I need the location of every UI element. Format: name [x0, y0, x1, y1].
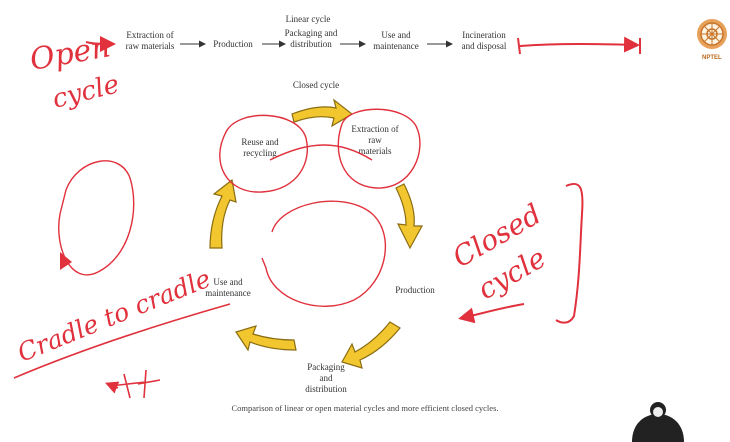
circle-left-empty: [58, 160, 135, 276]
cradle-underline: [13, 303, 231, 379]
cycle-arrow-right: [395, 183, 424, 250]
linear-use-line1: Use and: [381, 30, 411, 40]
closed-cycle-arrow: [458, 303, 525, 324]
cradle-annotation: Cradle to cradle: [13, 264, 231, 399]
node-extraction-line3: materials: [359, 146, 392, 156]
cycle-arrow-top: [291, 98, 354, 128]
open-cycle-word1: Open: [27, 29, 113, 78]
node-production-label: Production: [395, 285, 435, 295]
cycle-arrow-bottom-right: [341, 321, 401, 369]
circle-inner-loop: [261, 200, 387, 307]
cradle-arrow: [105, 381, 120, 394]
node-use-line2: maintenance: [205, 288, 250, 298]
nptel-logo-label: NPTEL: [702, 55, 722, 61]
red-pointer-mark: [60, 252, 72, 270]
figure-caption: Comparison of linear or open material cy…: [231, 403, 499, 413]
circle-loop-top: [269, 144, 373, 161]
closed-cycle-bracket: [555, 182, 584, 324]
closed-cycle: Closed cycle Reuse and recycling Extract…: [205, 80, 435, 394]
node-packaging-line3: distribution: [305, 384, 347, 394]
cycle-arrow-left: [209, 178, 237, 249]
closed-cycle-title: Closed cycle: [293, 80, 339, 90]
open-cycle-annotation: Open cycle: [27, 29, 122, 114]
linear-cycle: Linear cycle Extraction of raw materials…: [126, 14, 507, 51]
open-cycle-word2: cycle: [49, 69, 122, 114]
node-packaging-line1: Packaging: [307, 362, 345, 372]
nptel-logo: NPTEL: [697, 19, 727, 61]
presenter-thumbnail: [632, 402, 684, 442]
linear-span-annotation: [517, 36, 641, 55]
circle-reuse: [219, 114, 308, 193]
node-reuse-line1: Reuse and: [241, 137, 279, 147]
circle-extraction: [337, 108, 421, 189]
linear-cycle-title: Linear cycle: [286, 14, 331, 24]
hand-circles: [58, 108, 421, 307]
node-use-line1: Use and: [213, 277, 243, 287]
linear-extraction-line2: raw materials: [126, 41, 175, 51]
linear-extraction-line1: Extraction of: [126, 30, 173, 40]
linear-packaging-line2: distribution: [290, 39, 332, 49]
node-extraction-line2: raw: [368, 135, 382, 145]
node-reuse-line2: recycling: [243, 148, 277, 158]
linear-use-line2: maintenance: [373, 41, 418, 51]
closed-cycle-annotation: Closed cycle: [447, 182, 584, 324]
node-extraction-line1: Extraction of: [351, 124, 398, 134]
open-cycle-arrow: [85, 35, 116, 52]
cradle-text: Cradle to cradle: [13, 264, 214, 368]
linear-incineration-line2: and disposal: [462, 41, 507, 51]
linear-production-label: Production: [213, 39, 253, 49]
cradle-scribble: [109, 369, 161, 399]
node-packaging-line2: and: [320, 373, 333, 383]
linear-incineration-line1: Incineration: [462, 30, 506, 40]
linear-packaging-line1: Packaging and: [285, 28, 338, 38]
cycle-arrow-bottom-left: [235, 325, 297, 352]
